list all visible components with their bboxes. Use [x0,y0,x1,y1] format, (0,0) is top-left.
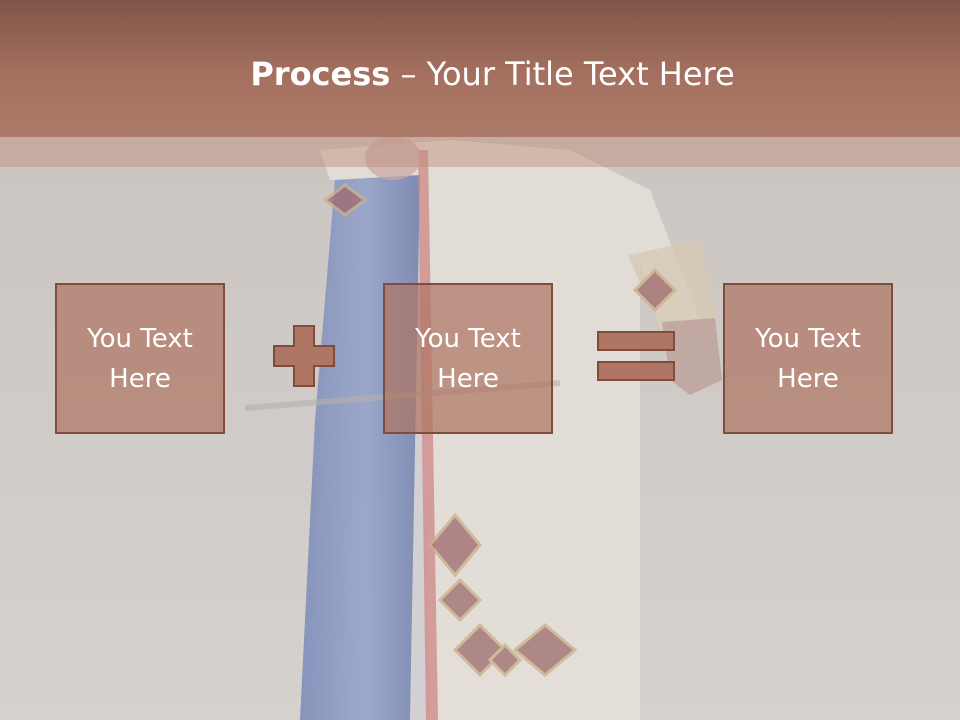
plus-icon [273,325,335,387]
process-box-1-line2: Here [109,363,171,394]
process-box-2-line1: You Text [415,323,521,354]
process-box-3-line2: Here [777,363,839,394]
process-box-1-line1: You Text [87,323,193,354]
title-band-strip [0,137,960,167]
title-separator: – [390,55,427,93]
title-bold-part: Process [250,55,391,93]
process-box-2-line2: Here [437,363,499,394]
slide-title: Process – Your Title Text Here [0,52,960,96]
title-rest: Your Title Text Here [426,55,735,93]
title-band [0,0,960,137]
process-box-3-line1: You Text [755,323,861,354]
equals-icon [597,331,675,381]
